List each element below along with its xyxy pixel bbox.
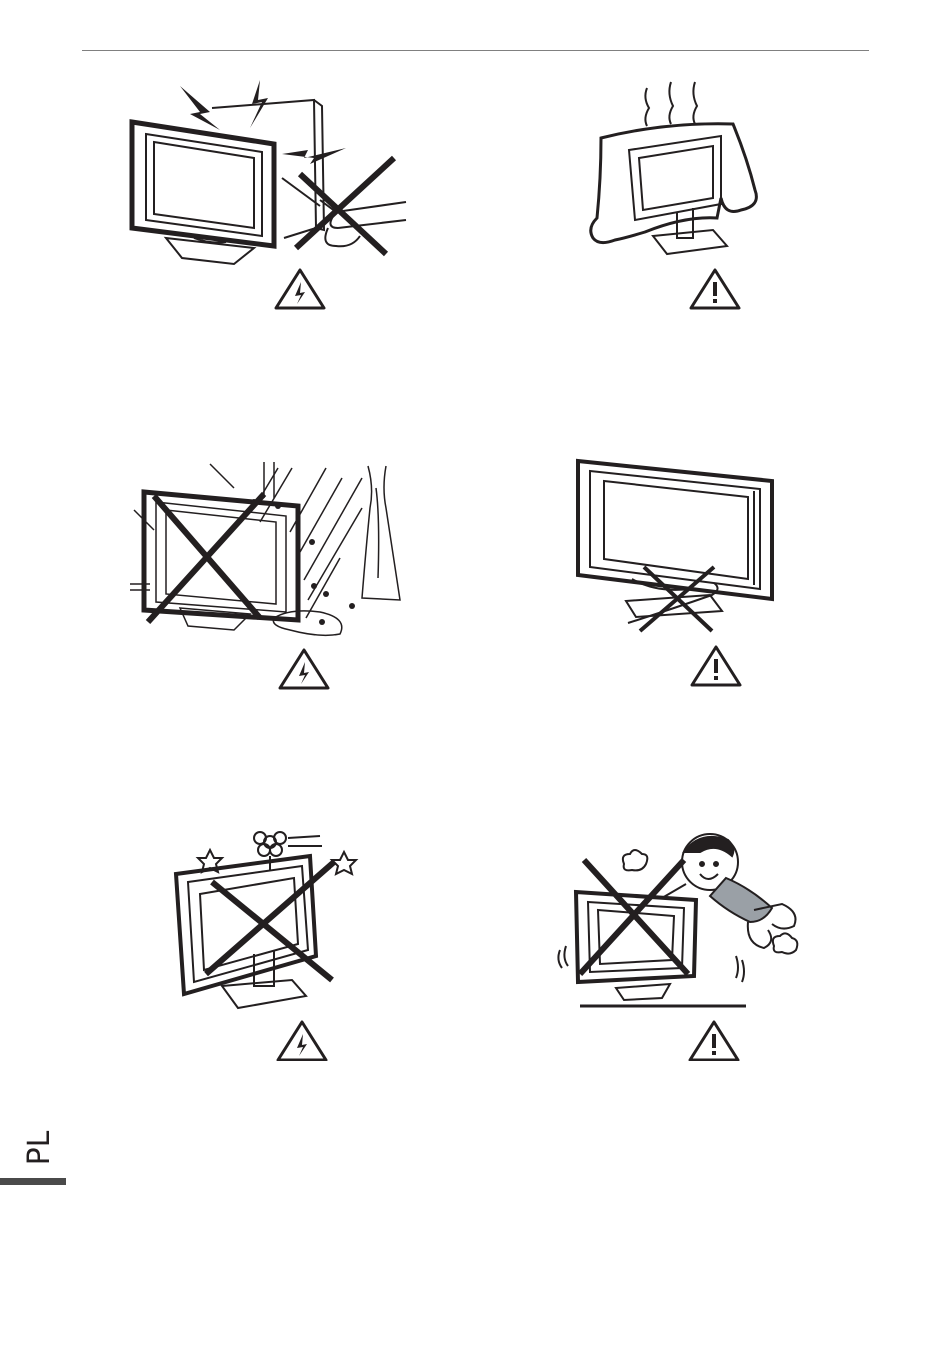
electric-shock-warning-icon <box>278 1022 326 1060</box>
illustration-no-open-cabinet <box>124 78 414 313</box>
caution-warning-icon <box>691 270 739 308</box>
tv-cable-illustration <box>572 455 782 690</box>
illustration-no-rain-moisture <box>130 458 415 690</box>
electric-shock-warning-icon <box>280 650 328 688</box>
tv-rain-illustration <box>130 458 415 690</box>
illustration-no-objects-on-top <box>170 826 370 1061</box>
tv-objects-illustration <box>170 826 370 1061</box>
illustration-no-climbing <box>550 826 805 1061</box>
electric-shock-warning-icon <box>276 270 324 308</box>
prohibited-x-icon <box>580 860 688 974</box>
language-tab-bar <box>0 1178 66 1185</box>
caution-warning-icon <box>692 647 740 685</box>
language-tab-label: PL <box>19 1128 61 1168</box>
tv-opening-illustration <box>124 78 414 313</box>
tv-climbing-illustration <box>550 826 805 1061</box>
caution-warning-icon <box>690 1022 738 1060</box>
illustration-no-cable-under-stand <box>572 455 782 690</box>
illustration-no-covering <box>585 78 775 313</box>
tv-covered-illustration <box>585 78 775 313</box>
header-rule <box>82 50 869 51</box>
